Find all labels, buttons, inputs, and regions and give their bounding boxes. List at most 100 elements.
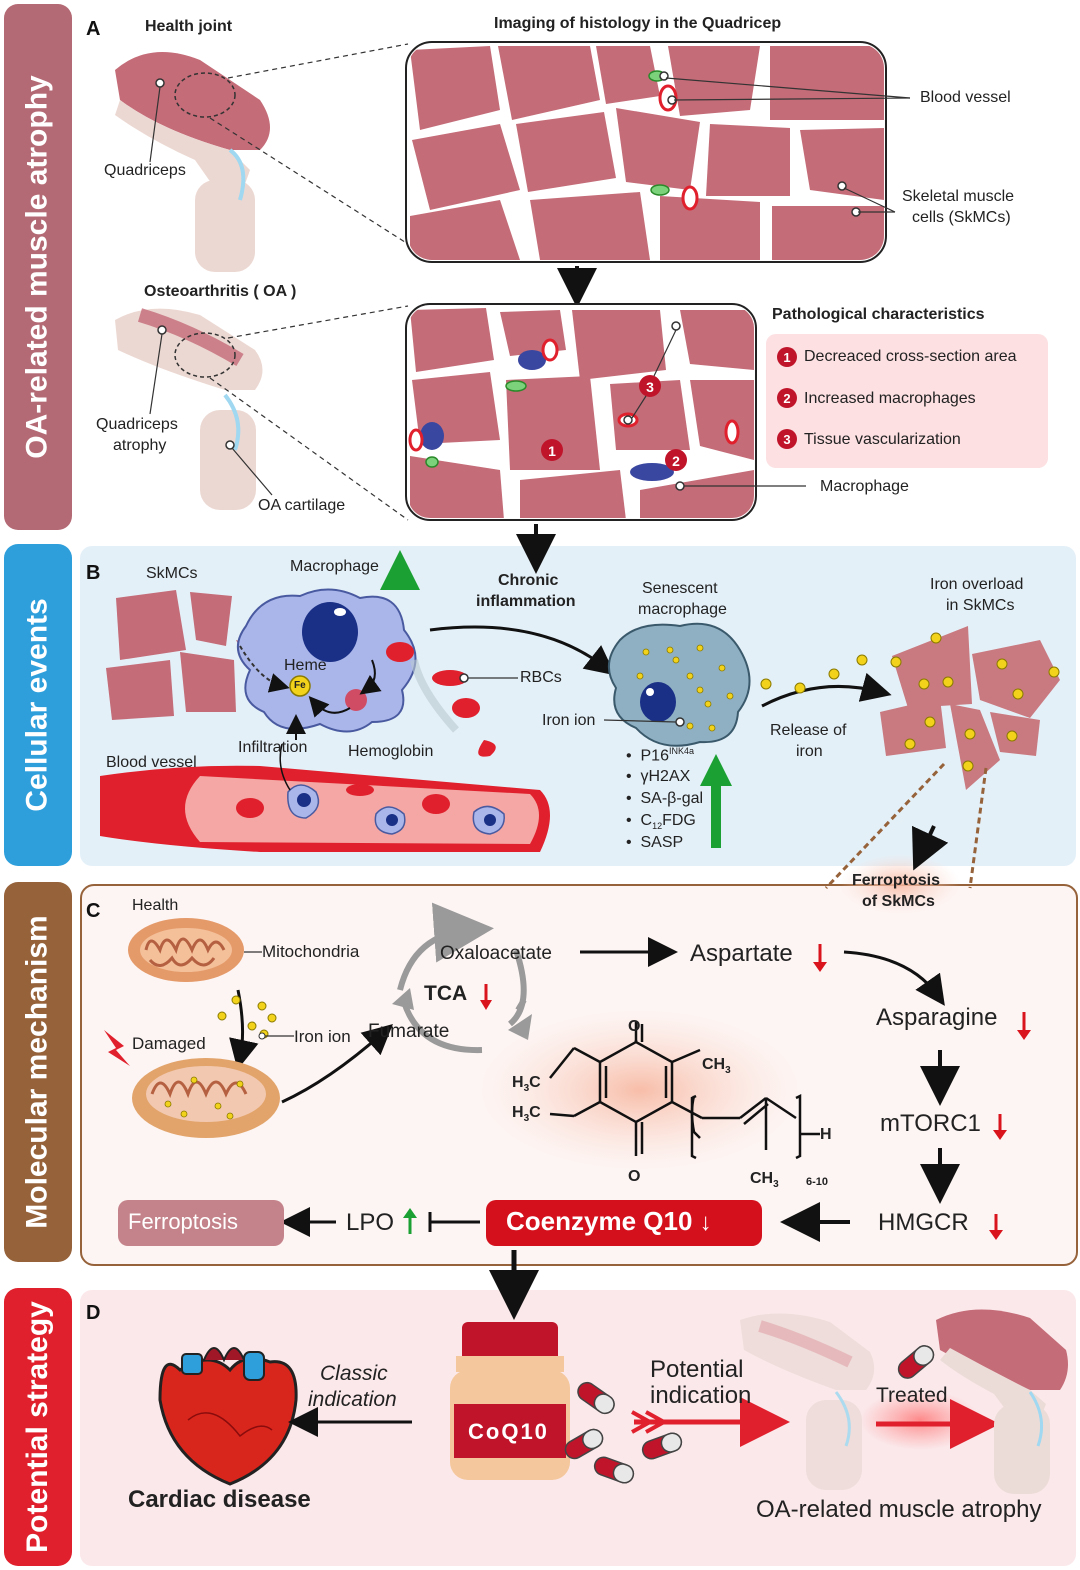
chem-h3c-bottom: H3C [512,1104,541,1125]
imaging-title: Imaging of histology in the Quadricep [494,15,782,32]
senescent-line2: macrophage [638,601,727,618]
treated-label: Treated [876,1384,948,1407]
svg-text:2: 2 [672,453,680,469]
ferroptosis-label-c: Ferroptosis [128,1209,239,1234]
oa-atrophy-label-d: OA-related muscle atrophy [756,1496,1042,1523]
classic-indication-line1: Classic [320,1362,388,1385]
blood-vessel-illustration [100,765,550,852]
coenzyme-q10-box [486,1200,762,1246]
mtorc1-label: mTORC1 [880,1110,981,1137]
macrophage-illustration [237,588,417,733]
tca-label: TCA [424,982,468,1005]
chem-h3c-top: H3C [512,1074,541,1095]
marker-sasp: • SASP [626,834,684,851]
svg-text:3: 3 [646,379,654,395]
blood-vessel-label-a: Blood vessel [920,89,1011,106]
healthy-histology-image [405,41,911,263]
pills-icon [564,1345,935,1484]
chem-ch3-bottom: CH3 [750,1170,779,1191]
senescent-macrophage-illustration [608,622,751,747]
health-leg-illustration [115,52,270,272]
marker-sabgal: • SA-β-gal [626,790,704,807]
ferroptosis-skmcs-line2: of SkMCs [862,893,935,910]
release-line2: iron [796,743,823,760]
svg-text:3: 3 [783,432,790,447]
panel-letter-d: D [86,1302,101,1324]
quad-atrophy-line2: atrophy [113,437,167,454]
health-label-c: Health [132,897,179,914]
damaged-mitochondria-illustration [132,1058,280,1138]
oa-histology-image: 1 2 3 [405,303,806,521]
release-line1: Release of [770,722,847,739]
pathological-box [766,334,1048,468]
aspartate-label: Aspartate [690,940,793,967]
classic-indication-line2: indication [308,1388,397,1411]
oa-cartilage-label: OA cartilage [258,497,346,514]
potential-indication-line1: Potential [650,1356,744,1383]
marker-c12fdg: • C12FDG [626,812,696,832]
ferroptosis-skmcs-line1: Ferroptosis [852,872,941,889]
skmcs-label: SkMCs [146,565,198,582]
skmc-label-line2: cells (SkMCs) [912,209,1011,226]
panel-letter-c: C [86,900,101,922]
chronic-inflammation-line1: Chronic [498,572,559,589]
oxaloacetate-label: Oxaloacetate [440,943,552,964]
pathological-title: Pathological characteristics [772,306,985,323]
ferroptosis-result-box [118,1200,284,1246]
chem-o-top: O [628,1018,641,1035]
mitochondria-label: Mitochondria [262,942,360,961]
coenzyme-q10-label: Coenzyme Q10 ↓ [506,1206,712,1236]
atrophy-leg-illustration [740,1313,875,1490]
lpo-label: LPO [346,1209,395,1236]
skmcs-illustration [106,590,256,720]
healthy-mitochondria-illustration [128,918,244,982]
chem-ch3-top: CH3 [702,1056,731,1077]
iron-overload-skmcs-illustration [880,626,1060,790]
coq10-bottle-icon [450,1322,570,1480]
overload-line2: in SkMCs [946,597,1015,614]
treated-leg-illustration [936,1309,1068,1494]
chem-repeat: 6-10 [806,1176,829,1188]
macrophage-label-a: Macrophage [820,478,909,495]
damaged-label: Damaged [132,1034,206,1053]
overload-line1: Iron overload [930,576,1024,593]
svg-text:1: 1 [783,350,790,365]
coq10-molecule [549,1022,820,1160]
svg-text:2: 2 [783,391,790,406]
svg-text:1: 1 [548,443,556,459]
panel-letter-b: B [86,562,101,584]
chronic-inflammation-line2: inflammation [476,593,576,610]
rbcs-label: RBCs [520,669,562,686]
panel-letter-a: A [86,18,101,40]
oa-title: Osteoarthritis ( OA ) [144,283,297,300]
hmgcr-label: HMGCR [878,1209,969,1236]
path-item-2: Increased macrophages [804,390,976,407]
macrophage-label-b: Macrophage [290,558,379,575]
infiltration-label: Infiltration [238,739,308,756]
heme-label: Heme [284,657,327,674]
chem-h: H [820,1126,832,1143]
path-item-3: Tissue vascularization [804,431,961,448]
hemoglobin-label: Hemoglobin [348,743,434,760]
health-joint-label: Health joint [145,18,233,35]
cardiac-disease-label: Cardiac disease [128,1486,311,1513]
iron-ion-label-c: Iron ion [294,1027,351,1046]
chem-o-bottom: O [628,1168,641,1185]
asparagine-label: Asparagine [876,1004,998,1031]
potential-indication-line2: indication [650,1382,752,1409]
quadriceps-label: Quadriceps [104,162,186,179]
path-item-1: Decreaced cross-section area [804,348,1017,365]
coq10-bottle-label: CoQ10 [468,1419,549,1444]
blood-vessel-label-b: Blood vessel [106,754,197,771]
senescent-line1: Senescent [642,580,718,597]
iron-ion-label-b: Iron ion [542,712,596,729]
fe-label: Fe [294,680,306,691]
skmc-label-line1: Skeletal muscle [902,188,1015,205]
fumarate-label: Fumarate [368,1021,450,1042]
side-label-a: OA-related muscle atrophy [4,4,72,530]
heart-icon [158,1347,298,1486]
quad-atrophy-line1: Quadriceps [96,416,178,433]
oa-leg-illustration [115,308,273,510]
side-label-b: Cellular events [4,544,72,866]
